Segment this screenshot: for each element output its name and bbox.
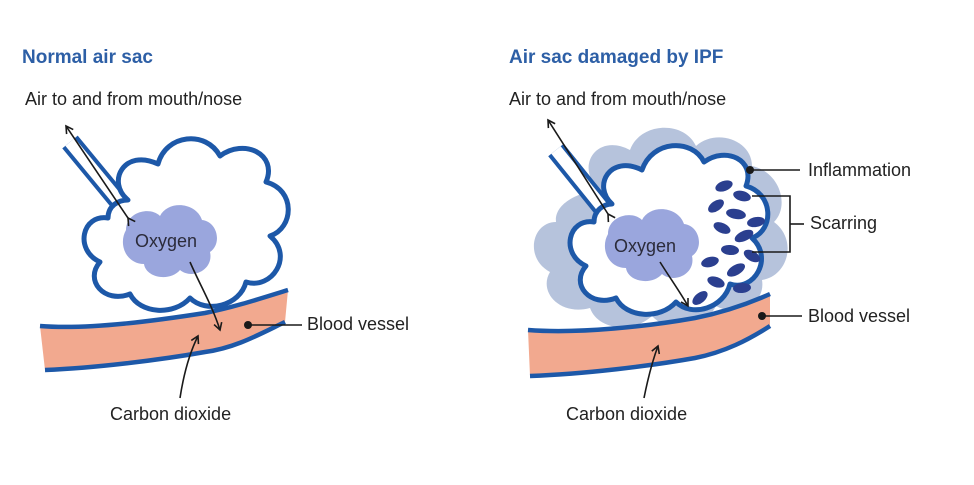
left-air-sac-illustration [39, 124, 302, 399]
left-vessel-bottom-edge [44, 319, 286, 373]
left-air-arrow [65, 124, 136, 227]
left-co2-label: Carbon dioxide [110, 404, 232, 424]
left-co2-arrow [179, 334, 200, 399]
left-panel-title: Normal air sac [22, 47, 153, 68]
left-air-label: Air to and from mouth/nose [25, 89, 243, 109]
left-oxygen-label: Oxygen [135, 231, 198, 251]
right-oxygen-arrow [659, 261, 689, 308]
right-air-label: Air to and from mouth/nose [509, 89, 727, 109]
left-airway-tube-inner [65, 138, 127, 209]
right-panel-title: Air sac damaged by IPF [509, 47, 724, 68]
right-blood-vessel [528, 294, 770, 376]
right-oxygen-label: Oxygen [614, 236, 677, 256]
right-scarring-label: Scarring [810, 213, 878, 233]
right-co2-label: Carbon dioxide [566, 404, 688, 424]
right-air-sac-illustration [527, 118, 804, 399]
left-vessel-top-edge [39, 287, 289, 330]
right-vessel-label: Blood vessel [808, 306, 911, 326]
left-oxygen-arrow [189, 261, 223, 332]
left-oxygen-blob [122, 205, 217, 278]
right-oxygen-blob [604, 209, 699, 282]
right-scarring-cells [692, 180, 765, 305]
right-inflammation-dot [746, 166, 754, 174]
right-vessel-dot [758, 312, 766, 320]
left-vessel-dot [244, 321, 252, 329]
right-vessel-bottom-edge [529, 324, 772, 379]
right-co2-arrow [643, 344, 661, 399]
left-vessel-label: Blood vessel [307, 314, 410, 334]
right-inflammation-label: Inflammation [808, 160, 912, 180]
right-air-arrow [547, 118, 616, 223]
right-vessel-top-edge [527, 291, 771, 334]
